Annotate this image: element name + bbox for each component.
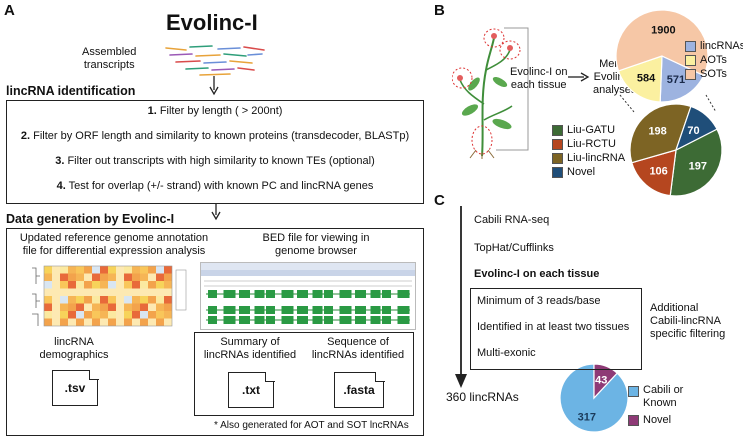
pie-slice-novel — [593, 363, 619, 400]
identification-steps-box: 1. Filter by length ( > 200nt) 2. Filter… — [6, 100, 424, 204]
heatmap-graphic — [32, 265, 187, 327]
pie-label-liu-lincrna: 198 — [648, 126, 666, 138]
pie-slice-novel — [674, 105, 718, 152]
pie-label-novel: 70 — [687, 125, 699, 137]
legend-aots: AOTs — [685, 54, 727, 66]
legend-novel: Novel — [552, 166, 595, 178]
fasta-file-icon: .fasta — [334, 371, 385, 408]
pie-label-novel: 43 — [595, 375, 607, 387]
txt-file-icon: .txt — [228, 371, 275, 408]
legend-liu-lincrna: Liu-lincRNA — [552, 152, 625, 164]
result-label: 360 lincRNAs — [446, 390, 519, 404]
lincrna-identification-heading: lincRNA identification — [6, 84, 136, 98]
pie-label-cabili-or-known: 317 — [578, 411, 596, 423]
legend-liu-gatu: Liu-GATU — [552, 124, 615, 136]
step-tophat: TopHat/Cufflinks — [474, 242, 554, 254]
arrow-right-icon — [568, 72, 590, 82]
legend-sots: SOTs — [685, 68, 727, 80]
pie-slice-liu-rctu — [631, 149, 677, 197]
filter-box: Minimum of 3 reads/base Identified in at… — [470, 288, 642, 370]
data-generation-heading: Data generation by Evolinc-I — [6, 212, 175, 226]
pie-label-liu-gatu: 197 — [689, 160, 707, 172]
pie-slice-lincrnas — [659, 55, 705, 103]
transcripts-graphic — [165, 45, 265, 76]
plant-graphic — [452, 27, 529, 159]
pie-chart-merged: 571 584 1900 — [615, 9, 709, 103]
data-generation-box — [6, 228, 424, 436]
pie-chart-cabili: 317 43 — [559, 363, 629, 433]
legend-lincrnas: lincRNAs — [685, 40, 743, 52]
tsv-file-icon: .tsv — [52, 369, 99, 406]
pie-label-liu-rctu: 106 — [649, 165, 667, 177]
pie-slice-liu-lincrna — [629, 103, 692, 164]
pie-chart-lincrna-breakdown: 197 106 198 70 — [629, 103, 723, 197]
pie-slice-sots — [615, 9, 709, 77]
legend-novel-c: Novel — [628, 414, 671, 426]
footnote: * Also generated for AOT and SOT lncRNAs — [214, 420, 409, 431]
genome-browser-graphic — [200, 262, 416, 330]
pie-label-sots: 1900 — [651, 24, 675, 36]
panel-c-label: C — [434, 192, 445, 209]
arrow-down-icon — [211, 203, 221, 221]
step-2: 2. Filter by ORF length and similarity t… — [20, 130, 410, 142]
evolinc-title: Evolinc-I — [166, 10, 258, 35]
pie-label-lincrnas: 571 — [667, 74, 685, 86]
arrow-down-icon — [209, 76, 219, 96]
pie-label-aots: 584 — [637, 72, 656, 84]
legend-liu-rctu: Liu-RCTU — [552, 138, 616, 150]
filter-two-tissues: Identified in at least two tissues — [477, 321, 630, 333]
panel-a-label: A — [4, 2, 15, 19]
pipeline-arrow-icon — [455, 206, 467, 388]
pie-slice-liu-gatu — [669, 128, 723, 197]
step-evolinc-each-tissue: Evolinc-I on each tissue — [474, 268, 600, 280]
filter-multi-exonic: Multi-exonic — [477, 347, 536, 359]
step-4: 4. Test for overlap (+/- strand) with kn… — [56, 180, 374, 192]
step-cabili-rnaseq: Cabili RNA-seq — [474, 214, 550, 226]
summary-box — [194, 332, 414, 416]
step-1: 1. Filter by length ( > 200nt) — [147, 105, 283, 117]
step-3: 3. Filter out transcripts with high simi… — [55, 155, 375, 167]
panel-b-label: B — [434, 2, 445, 19]
filter-min-reads: Minimum of 3 reads/base — [477, 295, 601, 307]
